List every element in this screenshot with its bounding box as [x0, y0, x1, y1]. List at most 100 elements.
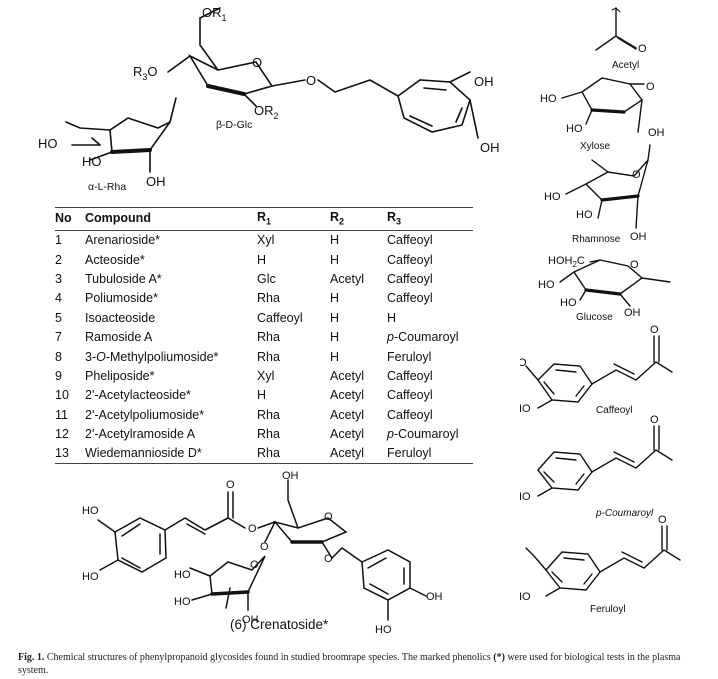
- cell-compound: 2'-Acetylpoliumoside*: [85, 407, 205, 422]
- cell-r3: Caffeoyl: [387, 407, 433, 422]
- svg-text:Xylose: Xylose: [580, 141, 610, 152]
- cell-r2: H: [330, 233, 340, 248]
- svg-text:HO: HO: [540, 93, 557, 105]
- svg-text:HO: HO: [520, 403, 531, 415]
- svg-text:O: O: [248, 523, 257, 535]
- cell-no: 7: [55, 330, 62, 345]
- table-row: 11 2'-Acetylpoliumoside* Rha Acetyl Caffeoyl: [55, 405, 473, 424]
- svg-text:Acetyl: Acetyl: [612, 60, 639, 71]
- caption-text-2: were used for biological tests in the pl…: [18, 652, 681, 676]
- cell-r3: p-Coumaroyl: [387, 427, 459, 442]
- caption-mark: (*): [493, 652, 505, 663]
- header-r2: R2: [330, 207, 387, 231]
- cell-r2: H: [330, 291, 340, 306]
- bridge-o: O: [306, 73, 316, 88]
- svg-text:O: O: [250, 559, 259, 571]
- cell-r1: Caffeoyl: [257, 310, 303, 325]
- svg-text:OR2: OR2: [254, 103, 279, 121]
- cell-r2: Acetyl: [330, 271, 365, 286]
- cell-compound: Arenarioside*: [85, 233, 161, 248]
- svg-text:OH: OH: [630, 231, 647, 243]
- svg-text:O: O: [650, 414, 659, 426]
- header-no: No: [55, 207, 85, 231]
- svg-text:R3O: R3O: [133, 64, 158, 82]
- caption-fig-label: Fig. 1.: [18, 652, 45, 663]
- svg-text:HO: HO: [560, 297, 577, 309]
- cell-r3: Caffeoyl: [387, 252, 433, 267]
- svg-text:O: O: [630, 259, 639, 271]
- svg-text:HO: HO: [520, 491, 531, 503]
- svg-text:O: O: [226, 479, 235, 491]
- cell-r1: Rha: [257, 407, 280, 422]
- cell-no: 9: [55, 368, 62, 383]
- svg-text:O: O: [632, 169, 641, 181]
- svg-text:HO: HO: [174, 596, 191, 608]
- svg-text:Feruloyl: Feruloyl: [590, 604, 626, 615]
- cell-compound: 2'-Acetylacteoside*: [85, 388, 191, 403]
- cell-compound: Ramoside A: [85, 330, 153, 345]
- cell-r1: Rha: [257, 291, 280, 306]
- svg-text:Glucose: Glucose: [576, 312, 613, 323]
- cell-no: 3: [55, 271, 62, 286]
- cell-r1: Rha: [257, 349, 280, 364]
- cell-r1: Rha: [257, 330, 280, 345]
- cell-compound: 3-O-Methylpoliumoside*: [85, 349, 219, 364]
- svg-text:HOH2C: HOH2C: [548, 255, 585, 269]
- cell-r2: Acetyl: [330, 368, 365, 383]
- cell-r3: Caffeoyl: [387, 388, 433, 403]
- svg-text:Rhamnose: Rhamnose: [572, 234, 621, 245]
- glc-label: β-D-Glc: [216, 119, 252, 131]
- cell-no: 4: [55, 291, 62, 306]
- cell-r3: Feruloyl: [387, 443, 473, 465]
- svg-text:HO: HO: [82, 571, 99, 583]
- svg-text:HO: HO: [520, 357, 527, 369]
- cell-r1: Xyl: [257, 233, 275, 248]
- cell-r1: Rha: [257, 443, 330, 465]
- svg-text:OH: OH: [474, 74, 494, 89]
- cell-compound: Wiedemannioside D*: [85, 443, 257, 465]
- cell-r2: H: [330, 252, 340, 267]
- cell-r3: p-Coumaroyl: [387, 330, 459, 345]
- header-r3: R3: [387, 207, 473, 231]
- svg-text:OH: OH: [480, 140, 500, 155]
- svg-text:HO: HO: [82, 154, 102, 169]
- header-r1: R1: [257, 207, 330, 231]
- svg-text:HO: HO: [544, 191, 561, 203]
- cell-r2: Acetyl: [330, 407, 365, 422]
- cell-no: 10: [55, 388, 69, 403]
- svg-text:O: O: [658, 514, 667, 526]
- cell-r2: Acetyl: [330, 443, 387, 465]
- cell-r2: Acetyl: [330, 427, 365, 442]
- cell-r2: H: [330, 310, 340, 325]
- crenatoside-structure: HO HO O O OH O O O O HO HO OH OH HO (6) …: [82, 470, 443, 636]
- svg-text:O: O: [260, 541, 269, 553]
- cell-compound: Tubuloside A*: [85, 271, 162, 286]
- cell-r3: H: [387, 310, 397, 325]
- cell-r2: Acetyl: [330, 388, 365, 403]
- cell-r3: Feruloyl: [387, 349, 432, 364]
- cell-r3: Caffeoyl: [387, 271, 433, 286]
- svg-text:OH: OH: [282, 470, 299, 482]
- svg-text:OH: OH: [146, 174, 166, 189]
- svg-text:p-Coumaroyl: p-Coumaroyl: [595, 508, 654, 519]
- cell-r1: H: [257, 388, 267, 403]
- cell-no: 13: [55, 443, 85, 465]
- svg-text:O: O: [324, 553, 333, 565]
- cell-no: 11: [55, 407, 68, 422]
- svg-text:Caffeoyl: Caffeoyl: [596, 405, 633, 416]
- cell-no: 1: [55, 233, 62, 248]
- cell-compound: Acteoside*: [85, 252, 145, 267]
- svg-text:HO: HO: [538, 279, 555, 291]
- cell-r2: H: [330, 349, 340, 364]
- svg-text:OR1: OR1: [202, 5, 227, 23]
- svg-text:HO: HO: [520, 591, 531, 603]
